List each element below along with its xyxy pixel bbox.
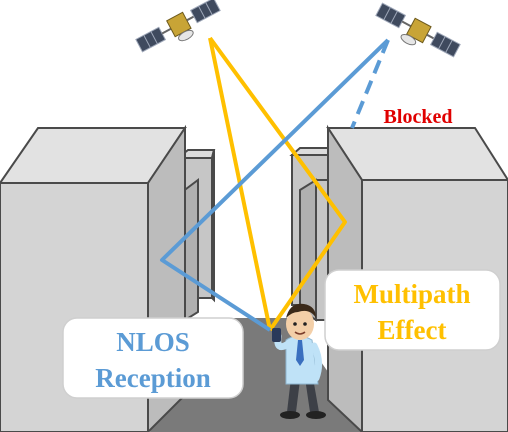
multipath-label-line1: Multipath (353, 279, 470, 309)
nlos-reflected-ray (160, 38, 390, 332)
nlos-label-line1: NLOS (116, 327, 190, 357)
nlos-label-box (62, 317, 244, 399)
person-with-phone-icon (272, 303, 326, 419)
multipath-reflected-ray (208, 36, 347, 332)
blocked-direct-ray (350, 39, 390, 129)
blocked-label: Blocked (384, 106, 453, 128)
multipath-label-line2: Effect (378, 315, 447, 345)
satellite-left-icon (135, 0, 221, 53)
satellite-right-icon (375, 2, 461, 58)
nlos-label-line2: Reception (95, 363, 210, 393)
multipath-label-box (324, 269, 501, 351)
